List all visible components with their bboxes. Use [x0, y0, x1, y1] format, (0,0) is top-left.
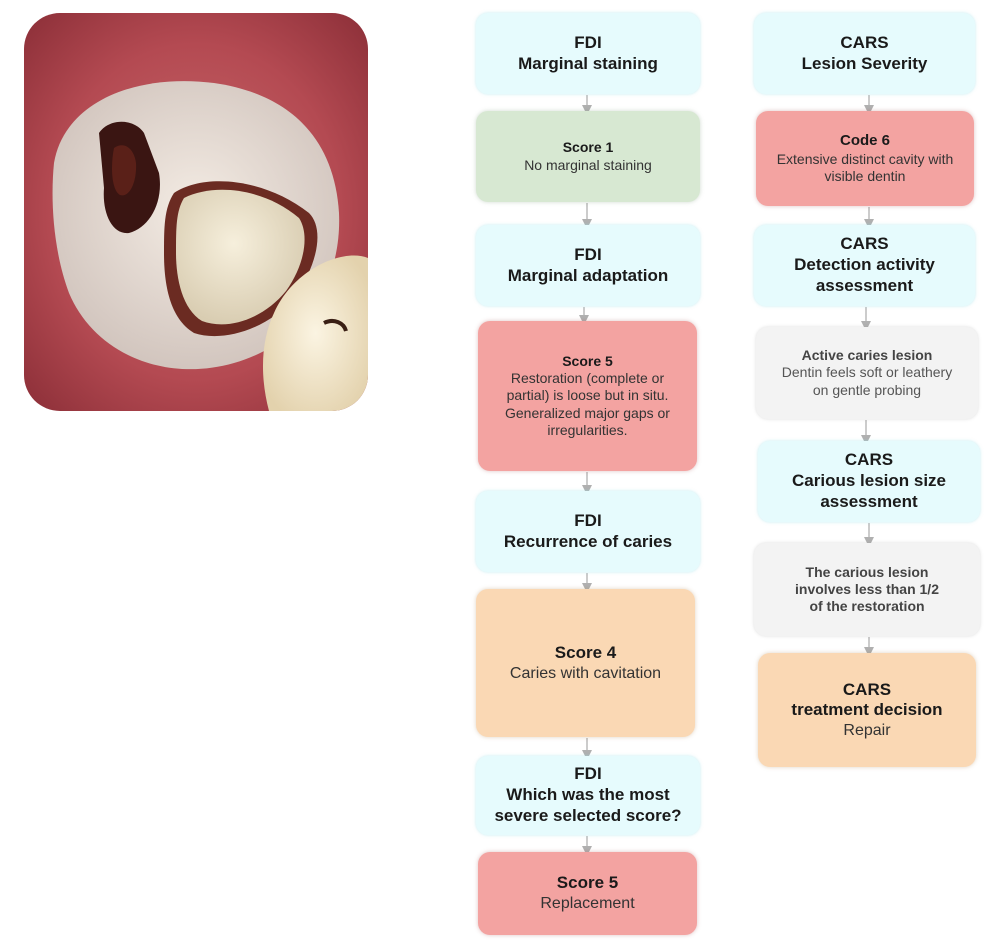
box-title: Score 5	[562, 353, 613, 370]
box-subheading: Marginal staining	[518, 53, 658, 73]
score-4-box: Score 4 Caries with cavitation	[476, 589, 695, 737]
box-title: Code 6	[839, 132, 890, 150]
box-subheading: Recurrence of caries	[503, 531, 673, 551]
cars-detection-box: CARS Detection activity assessment	[754, 225, 975, 306]
fdi-marginal-adaptation-box: FDI Marginal adaptation	[476, 225, 700, 306]
fdi-marginal-staining-box: FDI Marginal staining	[476, 13, 700, 94]
code-6-box: Code 6 Extensive distinct cavity with vi…	[756, 111, 974, 206]
box-subheading: Carious lesion size	[792, 471, 946, 491]
box-title: Score 1	[562, 139, 614, 156]
box-body: Caries with cavitation	[509, 664, 662, 682]
box-body-line: involves less than 1/2	[795, 580, 939, 597]
cars-lesion-severity-box: CARS Lesion Severity	[754, 13, 975, 94]
box-body: No marginal staining	[524, 156, 652, 173]
box-heading: FDI	[574, 510, 602, 530]
score-1-box: Score 1 No marginal staining	[476, 111, 700, 202]
box-heading: CARS	[840, 234, 889, 254]
box-body: Replacement	[540, 895, 635, 913]
box-heading: FDI	[574, 764, 602, 784]
fdi-most-severe-box: FDI Which was the most severe selected s…	[476, 756, 700, 835]
box-body-line: Dentin feels soft or leathery	[781, 364, 953, 381]
box-body-line: on gentle probing	[812, 381, 922, 398]
box-heading: CARS	[840, 32, 889, 52]
box-body-line: partial) is loose but in situ.	[506, 387, 669, 404]
box-title: Score 5	[556, 873, 619, 893]
box-subheading: Which was the most	[506, 785, 670, 805]
box-heading: CARS	[842, 679, 892, 699]
box-heading: CARS	[844, 450, 894, 470]
box-body-line: visible dentin	[824, 167, 906, 184]
box-body-line: Restoration (complete or	[510, 370, 665, 387]
treatment-decision-box: CARS treatment decision Repair	[758, 653, 976, 767]
clinical-photo	[24, 13, 368, 411]
box-subheading: Lesion Severity	[801, 53, 928, 73]
box-title: Score 4	[554, 642, 617, 662]
score-5-box: Score 5 Restoration (complete or partial…	[478, 321, 697, 471]
box-body-line: of the restoration	[809, 598, 925, 615]
box-subheading: severe selected score?	[494, 805, 682, 825]
cars-size-assessment-box: CARS Carious lesion size assessment	[758, 441, 980, 522]
box-body-line: Extensive distinct cavity with	[776, 150, 954, 167]
final-score-box: Score 5 Replacement	[478, 852, 697, 935]
active-lesion-box: Active caries lesion Dentin feels soft o…	[756, 327, 978, 419]
size-result-box: The carious lesion involves less than 1/…	[754, 543, 980, 636]
box-subheading: assessment	[815, 275, 914, 295]
box-body-line: The carious lesion	[805, 563, 929, 580]
box-body-line: irregularities.	[547, 421, 628, 438]
box-heading: FDI	[574, 32, 602, 52]
box-heading: FDI	[574, 244, 602, 264]
box-title: Active caries lesion	[801, 347, 933, 364]
box-subheading: Detection activity	[794, 255, 935, 275]
box-subheading: Marginal adaptation	[507, 265, 669, 285]
box-subheading: assessment	[820, 491, 918, 511]
fdi-recurrence-box: FDI Recurrence of caries	[476, 491, 700, 572]
box-body-line: Generalized major gaps or	[505, 404, 670, 421]
box-body: Repair	[843, 721, 891, 739]
box-subheading: treatment decision	[791, 700, 943, 720]
